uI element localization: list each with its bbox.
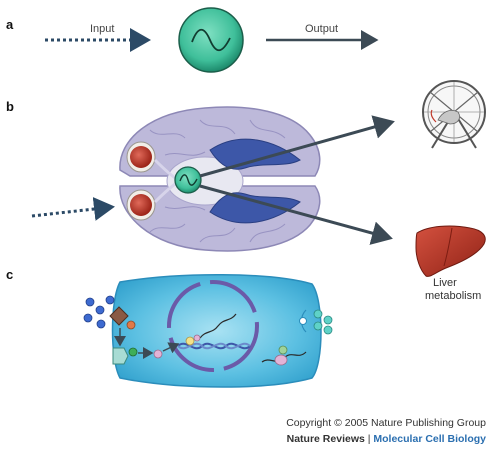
sine-wave-icon [191,28,231,52]
journal-section: Molecular Cell Biology [373,433,486,445]
oscillator-scn [174,166,202,194]
running-wheel-icon [422,80,486,149]
liver-label-line1: Liver [433,277,457,289]
journal-name: Nature Reviews [286,433,365,445]
journal-separator: | [364,433,374,445]
kinase-icon [112,347,129,365]
receptor-icon [109,306,136,330]
protein-icon [278,345,288,355]
journal-line: Nature Reviews | Molecular Cell Biology [287,433,486,445]
factor-icon [193,334,201,342]
second-messenger-icon [128,347,138,357]
dna-helix [177,342,251,350]
nucleus-membrane [167,280,259,372]
sine-wave-icon [179,174,198,186]
transcription-factor-icon [153,349,163,359]
liver-label-line2: metabolism [425,290,481,302]
panel-a-label: a [6,17,14,32]
brain-illustration [119,106,321,252]
oscillator-a [178,7,244,73]
ribosome-icon [274,354,288,366]
eye-upper [126,141,156,173]
copyright-line: Copyright © 2005 Nature Publishing Group [286,417,486,429]
polymerase-icon [185,336,195,346]
nuclear-import-arrow [162,342,180,354]
ligands-left [83,295,115,329]
liver-icon [415,225,486,277]
panel-c-label: c [6,267,13,282]
output-label: Output [305,23,338,35]
secreted-molecules [299,309,333,335]
cell [111,274,322,388]
output-arrow-wheel [199,115,395,178]
panel-b-label: b [6,99,14,114]
mrna-strand [199,313,237,339]
eye-lower [126,189,156,221]
output-arrow-liver [199,184,393,245]
light-input-arrow [31,197,115,221]
input-label: Input [90,23,114,35]
